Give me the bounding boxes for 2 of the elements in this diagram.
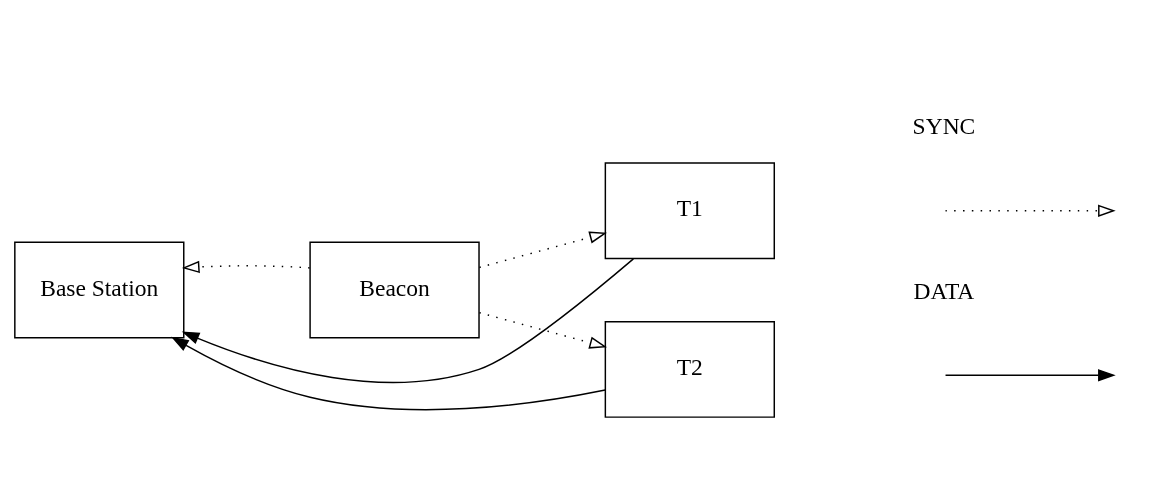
- legend-label: DATA: [913, 277, 975, 304]
- legend-label: SYNC: [912, 113, 976, 140]
